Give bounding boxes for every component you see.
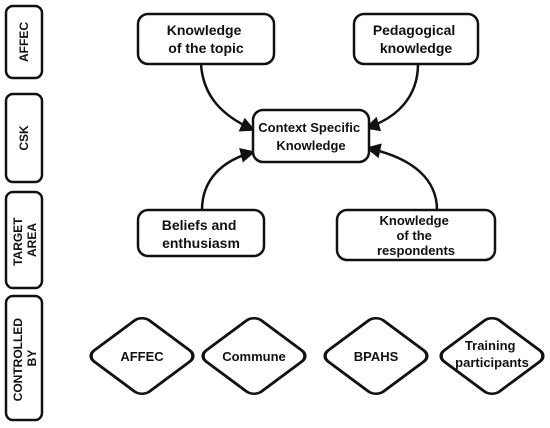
svg-text:AFFEC: AFFEC — [120, 349, 164, 364]
row-label-controlled-by: CONTROLLED BY — [4, 294, 44, 422]
knowledge-of-respondents-box: Knowledge of the respondents — [335, 208, 497, 262]
diamond-bpahs-text: BPAHS — [354, 349, 399, 364]
arrow-beliefs-to-csk — [200, 148, 256, 211]
row-label-target-area: TARGET AREA — [4, 190, 44, 290]
diamond-training-participants-line-1: Training — [465, 338, 516, 353]
svg-text:Pedagogical knowledge: Pedagogical knowledge — [373, 22, 459, 56]
row-label-target-area-line-2: AREA — [25, 223, 39, 257]
row-label-csk-text: CSK — [17, 125, 31, 151]
row-label-csk: CSK — [4, 92, 44, 184]
context-specific-knowledge-box: Context Specific Knowledge — [251, 108, 371, 164]
svg-text:CSK: CSK — [17, 125, 31, 151]
beliefs-enthusiasm-line-1: Beliefs and — [162, 217, 237, 233]
svg-text:BPAHS: BPAHS — [354, 349, 399, 364]
svg-text:Training participants: Training participants — [455, 338, 529, 370]
pedagogical-knowledge-line-2: knowledge — [380, 40, 453, 56]
pedagogical-knowledge-line-1: Pedagogical — [373, 22, 455, 38]
context-specific-knowledge-line-1: Context Specific — [258, 120, 360, 135]
row-label-affec: AFFEC — [4, 4, 44, 80]
diamond-affec-text: AFFEC — [120, 349, 164, 364]
diamond-commune-text: Commune — [222, 349, 286, 364]
diamond-affec: AFFEC — [89, 317, 195, 395]
knowledge-of-respondents-line-1: Knowledge — [380, 213, 449, 228]
row-label-affec-text: AFFEC — [17, 22, 31, 62]
knowledge-of-topic-line-1: Knowledge — [167, 22, 242, 38]
row-label-controlled-by-line-2: BY — [25, 350, 39, 367]
knowledge-of-topic-box: Knowledge of the topic — [136, 12, 276, 66]
diamond-training-participants: Training participants — [439, 317, 545, 395]
pedagogical-knowledge-box: Pedagogical knowledge — [352, 12, 480, 66]
arrow-knowledge-topic-to-csk — [199, 63, 256, 132]
arrow-pedagogical-to-csk — [364, 63, 420, 132]
knowledge-of-topic-line-2: of the topic — [168, 40, 244, 56]
svg-text:Knowledge of the topic: Knowledge of the topic — [167, 22, 246, 56]
svg-text:CONTROLLED BY: CONTROLLED BY — [11, 315, 39, 402]
svg-text:Knowledge of the r: Knowledge of the respondents — [377, 213, 455, 258]
beliefs-enthusiasm-line-2: enthusiasm — [162, 235, 240, 251]
svg-text:TARGET AREA: TARGET AREA — [11, 214, 39, 266]
diamond-bpahs: BPAHS — [323, 317, 429, 395]
row-label-controlled-by-line-1: CONTROLLED — [11, 318, 25, 402]
context-specific-knowledge-line-2: Knowledge — [276, 138, 345, 153]
svg-text:Beliefs and enthusiasm: Beliefs and enthusiasm — [162, 217, 241, 251]
row-label-target-area-line-1: TARGET — [11, 217, 25, 266]
knowledge-of-respondents-line-2: of the — [396, 228, 431, 243]
diamond-commune: Commune — [201, 317, 307, 395]
svg-text:Commune: Commune — [222, 349, 286, 364]
knowledge-of-respondents-line-3: respondents — [377, 243, 455, 258]
beliefs-enthusiasm-box: Beliefs and enthusiasm — [136, 208, 266, 258]
svg-text:Context Specific Knowled: Context Specific Knowledge — [258, 120, 363, 153]
diamond-training-participants-line-2: participants — [455, 355, 529, 370]
arrow-respondents-to-csk — [365, 143, 439, 211]
svg-text:AFFEC: AFFEC — [17, 22, 31, 62]
